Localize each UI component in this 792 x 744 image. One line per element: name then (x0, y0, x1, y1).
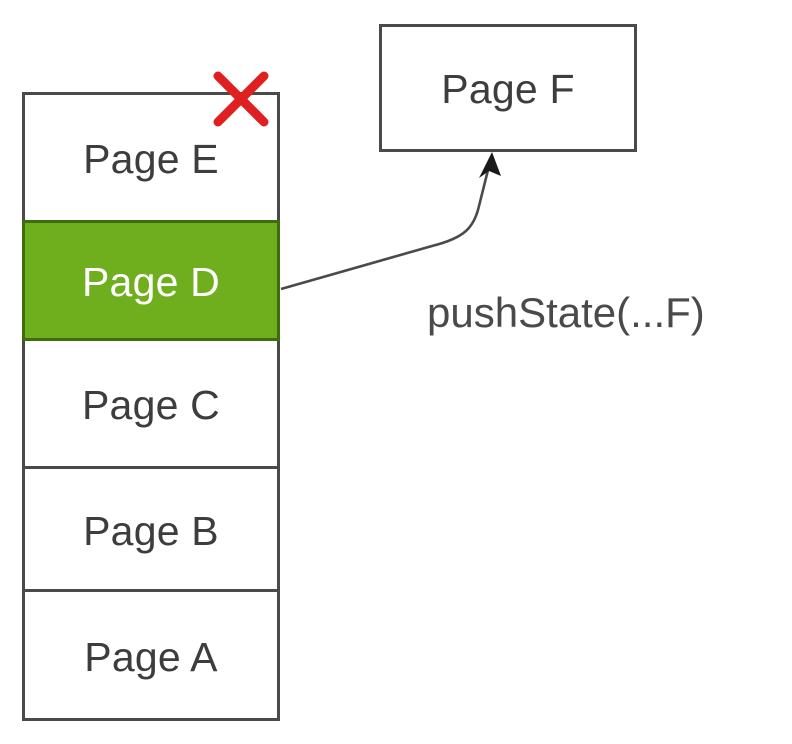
stack-entry-label: Page C (82, 382, 220, 428)
stack-entry-label: Page D (82, 259, 220, 305)
stack-entry-page-d[interactable]: Page D (22, 220, 280, 341)
history-stack: Page E Page D Page C Page B Page A (22, 92, 280, 721)
pushstate-caption: pushState(...F) (427, 289, 705, 336)
new-page-label: Page F (441, 65, 575, 112)
new-page-box[interactable]: Page F (379, 24, 637, 152)
stack-entry-page-e[interactable]: Page E (22, 92, 280, 223)
stack-entry-page-a[interactable]: Page A (22, 589, 280, 721)
stack-entry-label: Page E (83, 136, 219, 182)
stack-entry-page-c[interactable]: Page C (22, 338, 280, 469)
stack-entry-page-b[interactable]: Page B (22, 466, 280, 592)
stack-entry-label: Page A (84, 633, 218, 680)
stack-entry-label: Page B (83, 507, 219, 554)
